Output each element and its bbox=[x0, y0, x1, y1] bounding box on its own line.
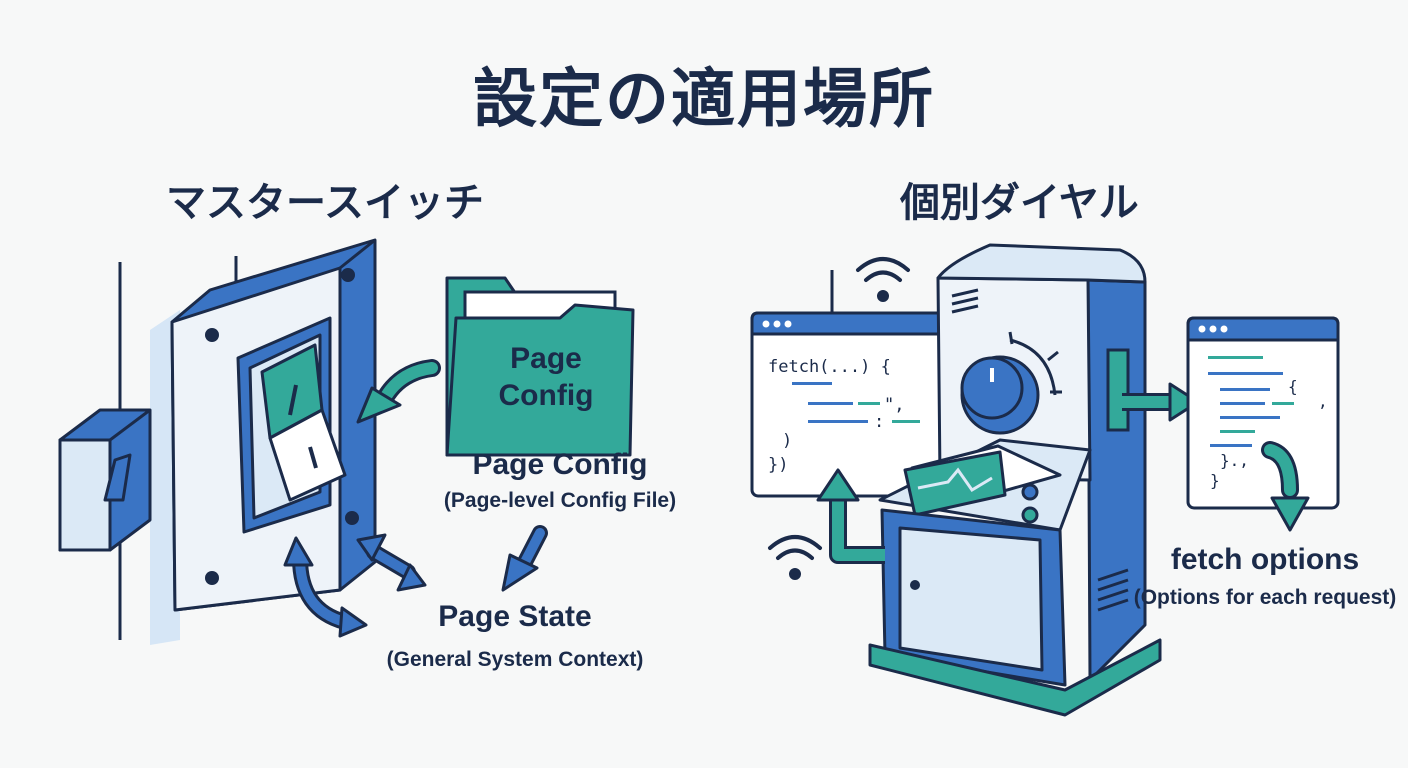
master-switch-heading: マスタースイッチ bbox=[166, 180, 484, 226]
page-state-label: Page State bbox=[438, 600, 592, 633]
wifi-icon bbox=[768, 535, 822, 580]
arrow-window-to-fetch-options bbox=[1261, 441, 1310, 532]
screw-icon bbox=[341, 268, 355, 282]
arrow-machine-to-left-window bbox=[816, 468, 885, 564]
dial-machine bbox=[868, 243, 1162, 717]
arrow-state-to-switch-curved bbox=[283, 536, 368, 638]
page-config-label: Page Config bbox=[472, 448, 648, 481]
page-config-caption: (Page-level Config File) bbox=[443, 489, 677, 512]
screw-icon bbox=[345, 511, 359, 525]
code-right-line4: } bbox=[1210, 471, 1220, 490]
fetch-options-caption: (Options for each request) bbox=[1133, 586, 1397, 609]
fetch-options-label: fetch options bbox=[1170, 543, 1360, 576]
individual-dial-heading: 個別ダイヤル bbox=[900, 180, 1139, 226]
arrow-config-to-state bbox=[501, 525, 548, 592]
screw-icon bbox=[205, 328, 219, 342]
code-right-line3: }., bbox=[1220, 451, 1249, 470]
folder-icon bbox=[445, 276, 635, 457]
code-right-line2: , bbox=[1318, 392, 1328, 411]
rocker-switch bbox=[236, 316, 347, 534]
code-left-line3: : bbox=[874, 412, 884, 432]
page-title: 設定の適用場所 bbox=[473, 63, 935, 137]
arrow-folder-to-switch bbox=[356, 359, 441, 424]
side-socket bbox=[58, 408, 152, 552]
code-left-line5: }) bbox=[768, 455, 788, 475]
arrow-switch-state-double bbox=[356, 533, 427, 592]
folder-label-line2: Config bbox=[499, 379, 594, 412]
code-right-line1: { bbox=[1288, 377, 1298, 396]
code-window-right bbox=[1186, 316, 1340, 510]
code-left-line2: ", bbox=[884, 395, 904, 415]
arrow-machine-to-right-window bbox=[1122, 382, 1200, 422]
wifi-icon bbox=[856, 257, 910, 302]
page-state-caption: (General System Context) bbox=[386, 648, 644, 671]
code-left-line4: ) bbox=[782, 431, 792, 451]
folder-label-line1: Page bbox=[510, 342, 582, 375]
code-left-line1: fetch(...) { bbox=[768, 357, 891, 377]
screw-icon bbox=[205, 571, 219, 585]
